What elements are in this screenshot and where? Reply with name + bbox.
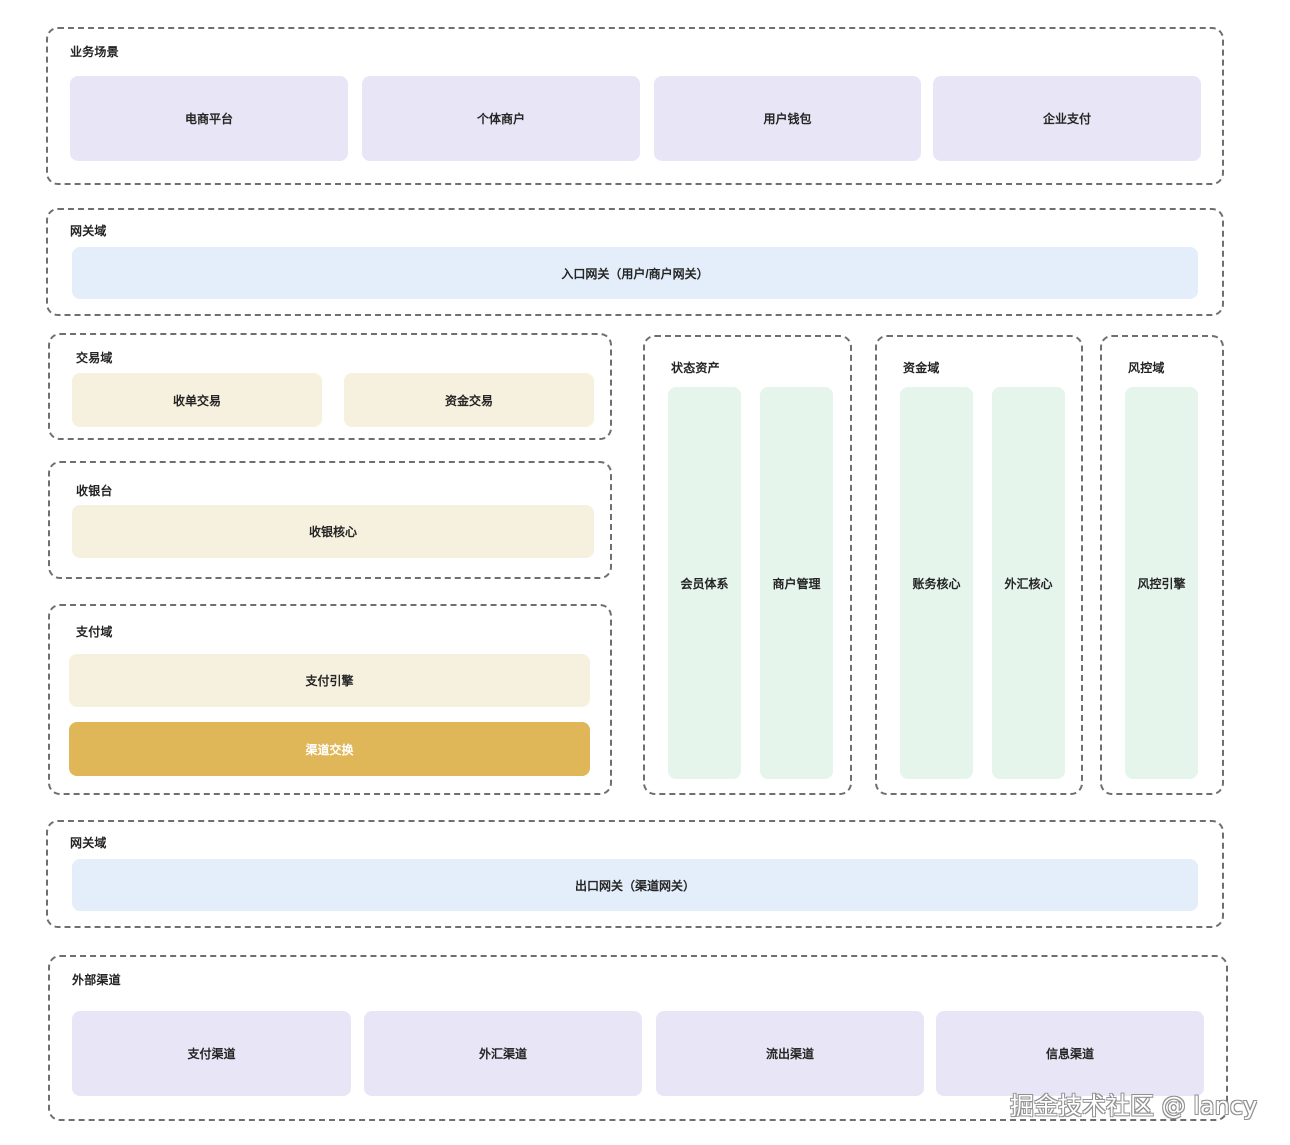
external-channels-group: 外部渠道 支付渠道 外汇渠道 流出渠道 信息渠道 [48,955,1228,1121]
payment-domain-title: 支付域 [76,625,113,639]
payment-engine-block: 支付引擎 [69,654,590,707]
payment-domain-group: 支付域 支付引擎 渠道交换 [48,604,612,795]
gateway-out-group: 网关域 出口网关（渠道网关） [46,820,1224,928]
business-item-user-wallet: 用户钱包 [654,76,921,161]
channel-switch-block: 渠道交换 [69,722,590,776]
risk-engine-block: 风控引擎 [1125,387,1198,779]
acquiring-trade-block: 收单交易 [72,373,322,427]
business-item-enterprise-payment: 企业支付 [933,76,1201,161]
fx-core-block: 外汇核心 [992,387,1065,779]
status-assets-group: 状态资产 会员体系 商户管理 [643,335,852,795]
business-scenarios-title: 业务场景 [70,45,119,59]
information-channel-block: 信息渠道 [936,1011,1204,1096]
accounting-core-block: 账务核心 [900,387,973,779]
fund-trade-block: 资金交易 [344,373,594,427]
gateway-out-title: 网关域 [70,836,107,850]
merchant-management-block: 商户管理 [760,387,833,779]
cashier-title: 收银台 [76,484,113,498]
risk-domain-group: 风控域 风控引擎 [1100,335,1224,795]
fx-channel-block: 外汇渠道 [364,1011,642,1096]
business-scenarios-group: 业务场景 电商平台 个体商户 用户钱包 企业支付 [46,27,1224,185]
trade-domain-group: 交易域 收单交易 资金交易 [48,333,612,440]
outflow-channel-block: 流出渠道 [656,1011,924,1096]
cashier-core-block: 收银核心 [72,505,594,558]
payment-channel-block: 支付渠道 [72,1011,351,1096]
business-item-individual-merchant: 个体商户 [362,76,640,161]
entry-gateway-block: 入口网关（用户/商户网关） [72,247,1198,299]
funds-domain-title: 资金域 [903,361,940,375]
cashier-group: 收银台 收银核心 [48,461,612,579]
trade-domain-title: 交易域 [76,351,113,365]
status-assets-title: 状态资产 [671,361,720,375]
business-item-ecommerce: 电商平台 [70,76,348,161]
risk-domain-title: 风控域 [1128,361,1165,375]
funds-domain-group: 资金域 账务核心 外汇核心 [875,335,1083,795]
member-system-block: 会员体系 [668,387,741,779]
gateway-in-group: 网关域 入口网关（用户/商户网关） [46,208,1224,316]
gateway-in-title: 网关域 [70,224,107,238]
external-channels-title: 外部渠道 [72,973,121,987]
exit-gateway-block: 出口网关（渠道网关） [72,859,1198,911]
